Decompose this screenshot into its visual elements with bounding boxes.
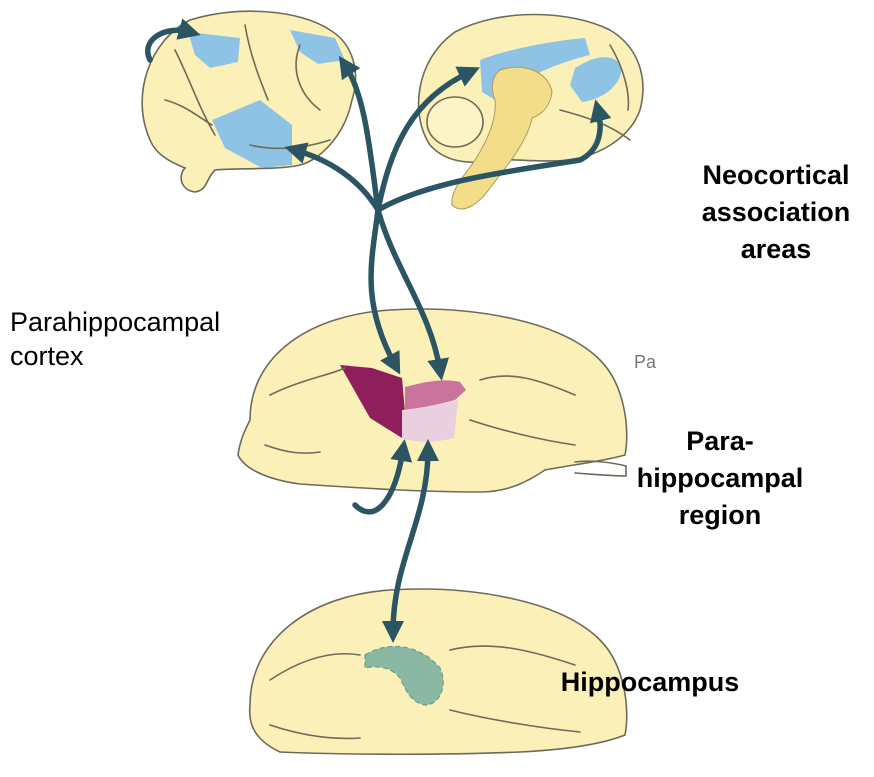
brain-lateral-view — [142, 11, 355, 192]
label-parahippocampal-cortex: Parahippocampal cortex — [10, 305, 270, 373]
brain-medial-view — [419, 15, 643, 209]
label-hippocampus: Hippocampus — [540, 664, 760, 701]
label-fragment: Pa — [634, 352, 656, 373]
label-parahippocampal-region: Para- hippocampal region — [620, 423, 820, 534]
label-neocortical-association-areas: Neocortical association areas — [676, 157, 874, 268]
